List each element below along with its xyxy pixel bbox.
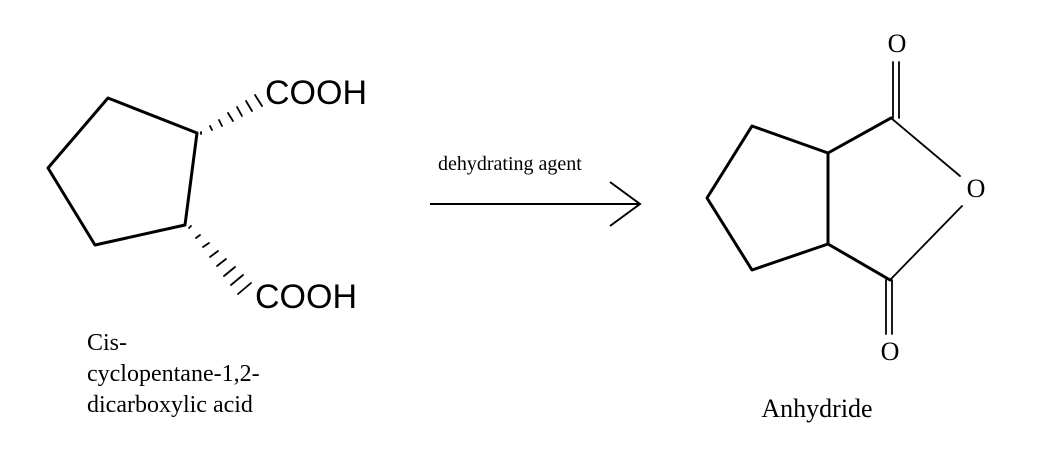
oxygen-ring-label: O [967, 174, 986, 203]
bond-c-o-top [890, 117, 961, 177]
reactant-name-line-1: Cis- [87, 330, 127, 356]
oxygen-bottom-label: O [881, 337, 900, 366]
cyclopentane-ring [46, 96, 199, 247]
bond-c-c-bottom [826, 242, 892, 282]
arrow-head [609, 181, 642, 227]
reactant-structure: COOH COOH Cis- cyclopentane-1,2- dicarbo… [46, 74, 367, 418]
cooh-bottom-label: COOH [255, 278, 357, 316]
bond-c-o-bottom [889, 205, 963, 281]
cooh-top-label: COOH [265, 74, 367, 112]
hashed-wedge-bottom [188, 225, 252, 295]
reagent-label: dehydrating agent [438, 153, 582, 175]
product-structure: O O O Anhydride [705, 29, 986, 423]
reactant-name-line-2: cyclopentane-1,2- [87, 361, 260, 387]
reactant-name-line-3: dicarboxylic acid [87, 392, 253, 418]
bond-c-c-top [826, 116, 893, 155]
oxygen-top-label: O [888, 29, 907, 58]
reaction-arrow: dehydrating agent [430, 153, 642, 227]
product-cyclopentane-ring [705, 124, 830, 272]
product-name: Anhydride [761, 394, 872, 423]
hashed-wedge-top [200, 94, 263, 135]
